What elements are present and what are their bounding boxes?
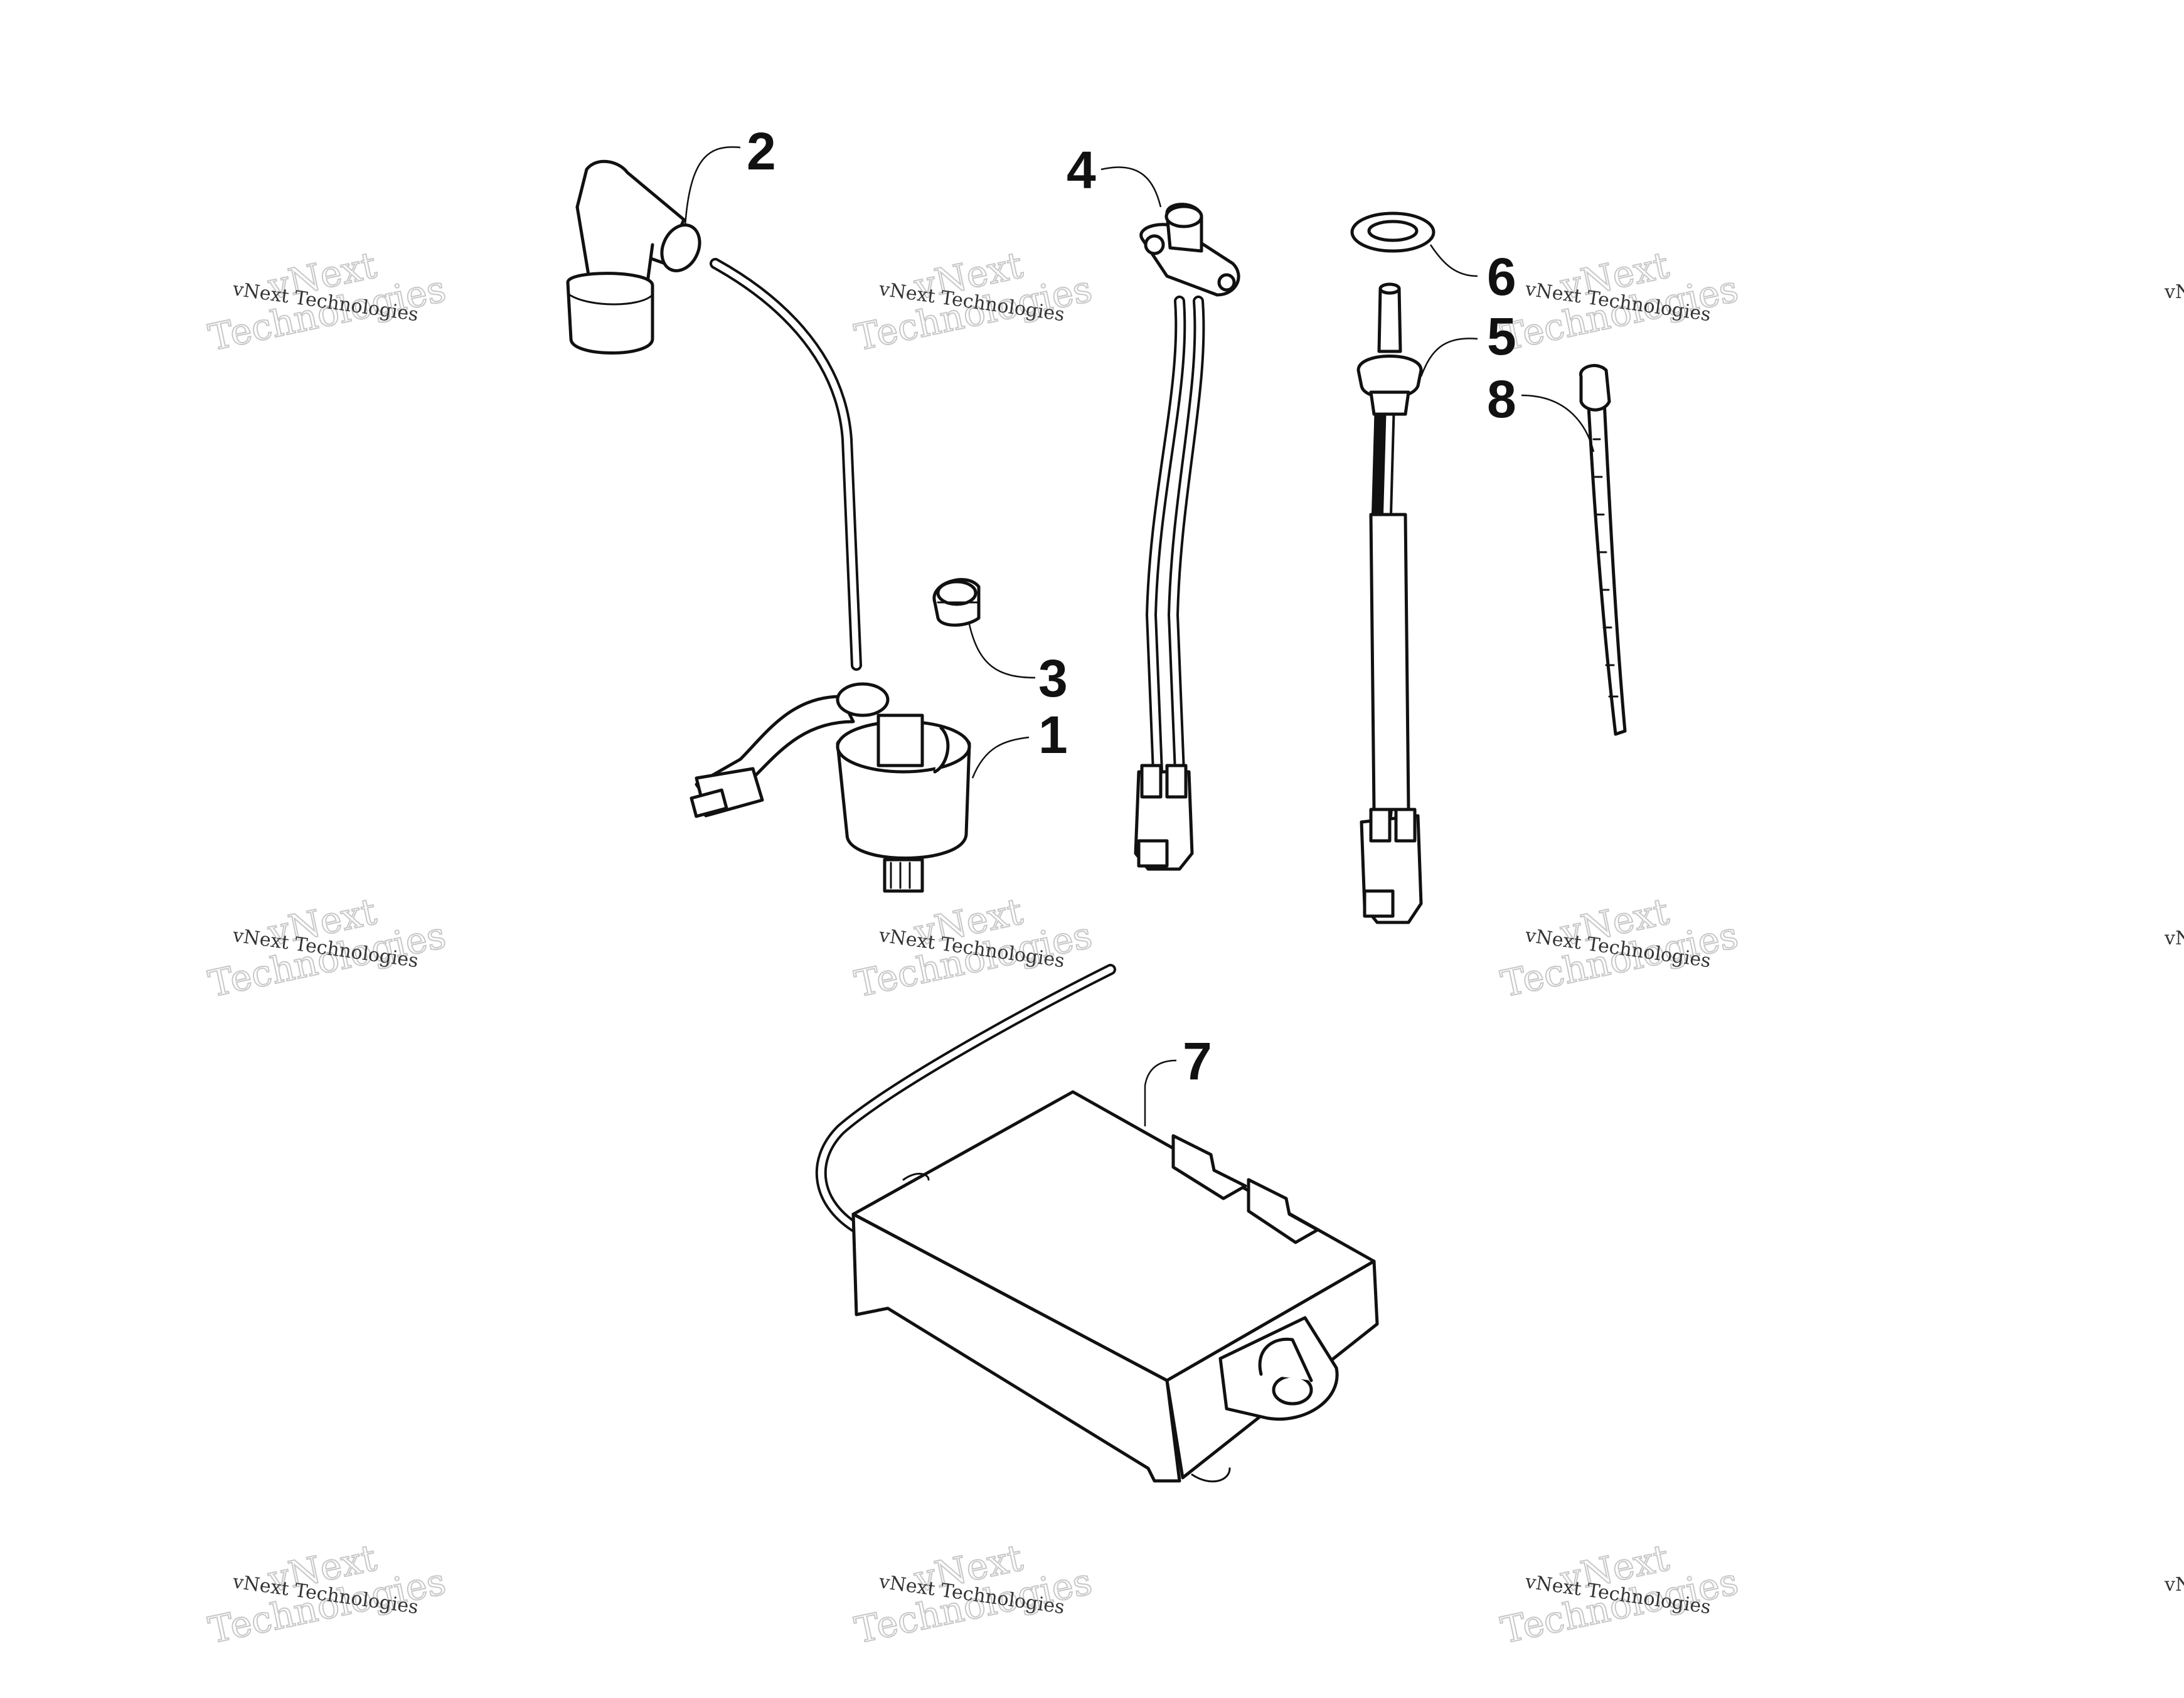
callout-layer: 2 4 6 5 8 3 1 7 bbox=[684, 122, 1595, 1126]
callout-5: 5 bbox=[1487, 307, 1516, 366]
leader-6 bbox=[1429, 244, 1478, 277]
cdi-mount-hole bbox=[1272, 1374, 1313, 1406]
leader-5 bbox=[1420, 338, 1478, 377]
plug-cap-boot bbox=[566, 272, 654, 355]
part-4-sensor bbox=[1134, 203, 1240, 871]
part-2-plug-cap bbox=[566, 159, 862, 671]
part-1-ignition-coil bbox=[690, 682, 971, 893]
sensor-flange bbox=[1139, 223, 1240, 297]
callout-6: 6 bbox=[1487, 247, 1516, 306]
leader-2 bbox=[684, 146, 741, 227]
watermark-edge: vN bbox=[2164, 1574, 2184, 1596]
part-6-washer bbox=[1350, 211, 1436, 253]
leader-1 bbox=[971, 736, 1030, 779]
callout-3: 3 bbox=[1038, 649, 1068, 708]
callout-8: 8 bbox=[1487, 370, 1516, 429]
callout-2: 2 bbox=[747, 122, 776, 181]
temp-sensor-probe bbox=[1377, 287, 1402, 353]
watermark-edge: vN bbox=[2164, 927, 2184, 949]
washer-inner bbox=[1367, 220, 1419, 242]
cable-tie-head bbox=[1579, 364, 1611, 412]
cdi-connector-a bbox=[1171, 1134, 1247, 1200]
plug-cap-end bbox=[660, 223, 701, 272]
part-3-clip bbox=[932, 578, 981, 627]
callout-4: 4 bbox=[1067, 141, 1096, 200]
leader-8 bbox=[1521, 394, 1595, 452]
temp-sensor-sleeve bbox=[1369, 513, 1410, 811]
part-8-cable-tie bbox=[1579, 364, 1627, 736]
part-5-temp-sensor bbox=[1356, 282, 1423, 924]
callout-7: 7 bbox=[1183, 1032, 1212, 1091]
ht-lead bbox=[710, 258, 862, 671]
part-7-cdi-module bbox=[815, 964, 1379, 1483]
callout-1: 1 bbox=[1038, 705, 1068, 764]
watermark-edge: vN bbox=[2164, 281, 2184, 303]
cdi-connector-b bbox=[1247, 1178, 1319, 1244]
leader-7 bbox=[1144, 1059, 1177, 1126]
leader-4 bbox=[1100, 166, 1162, 208]
cable-tie-strap bbox=[1585, 375, 1627, 736]
leader-3 bbox=[968, 624, 1036, 679]
coil-terminal bbox=[876, 713, 924, 767]
